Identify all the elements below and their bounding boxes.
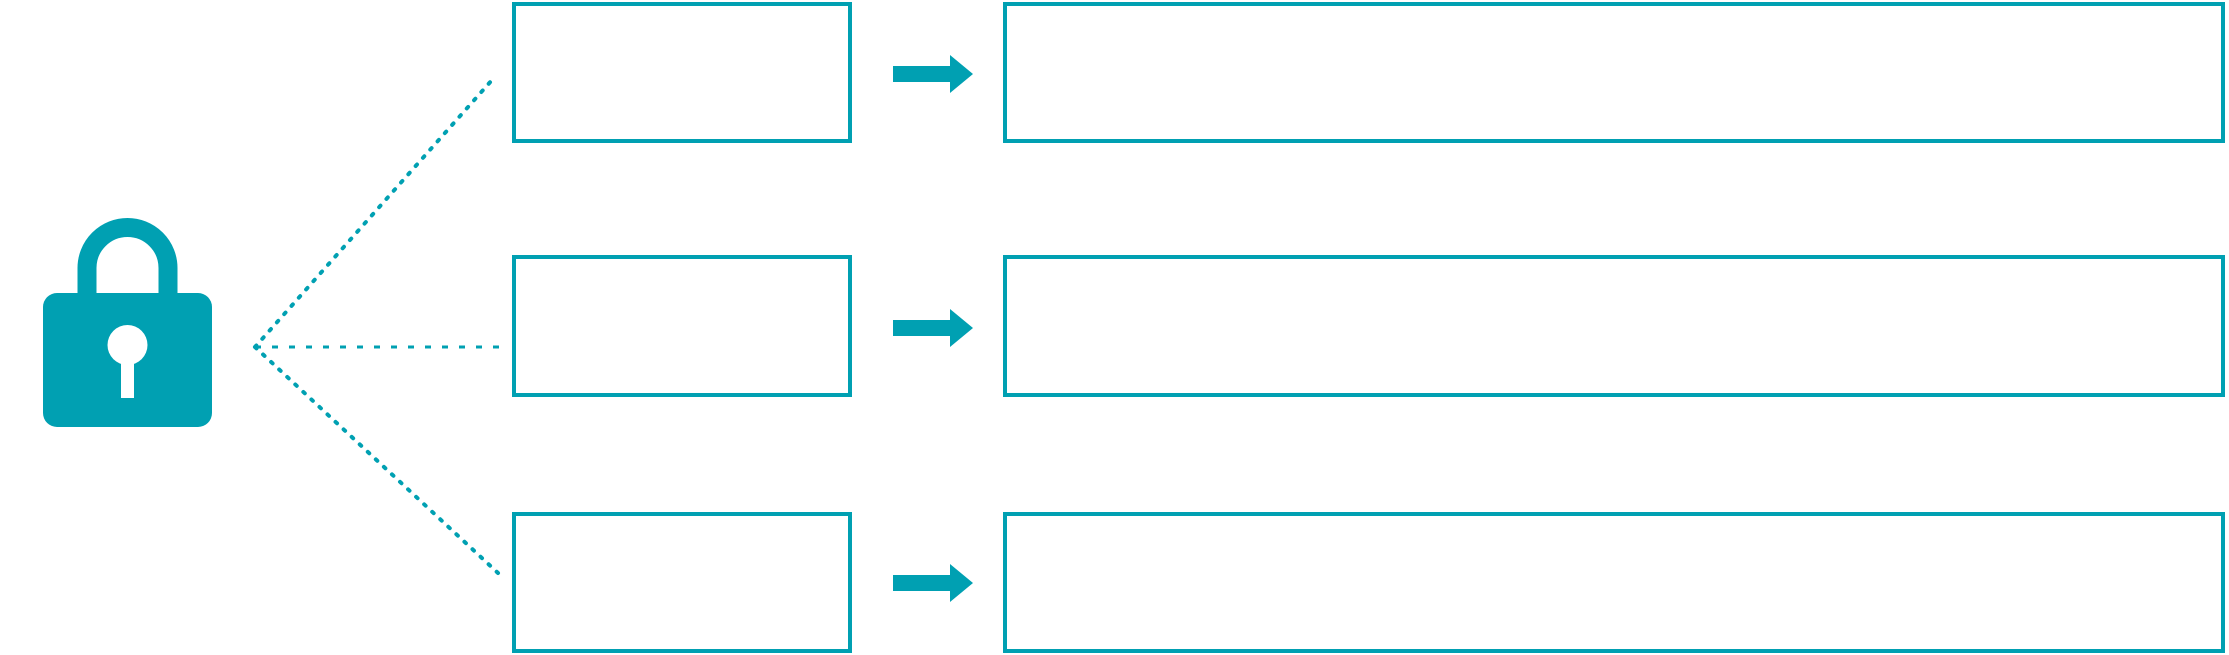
padlock-icon [43, 218, 212, 427]
key-term-box [512, 2, 852, 143]
right-arrow-icon [893, 564, 973, 602]
detail-box [1003, 512, 2225, 653]
connector-line-bottom [253, 345, 500, 575]
right-arrow-icon [893, 309, 973, 347]
key-term-box [512, 255, 852, 397]
detail-box [1003, 2, 2225, 143]
key-term-box [512, 512, 852, 653]
detail-box [1003, 255, 2225, 397]
connector-line-top [253, 78, 494, 349]
right-arrow-icon [893, 55, 973, 93]
